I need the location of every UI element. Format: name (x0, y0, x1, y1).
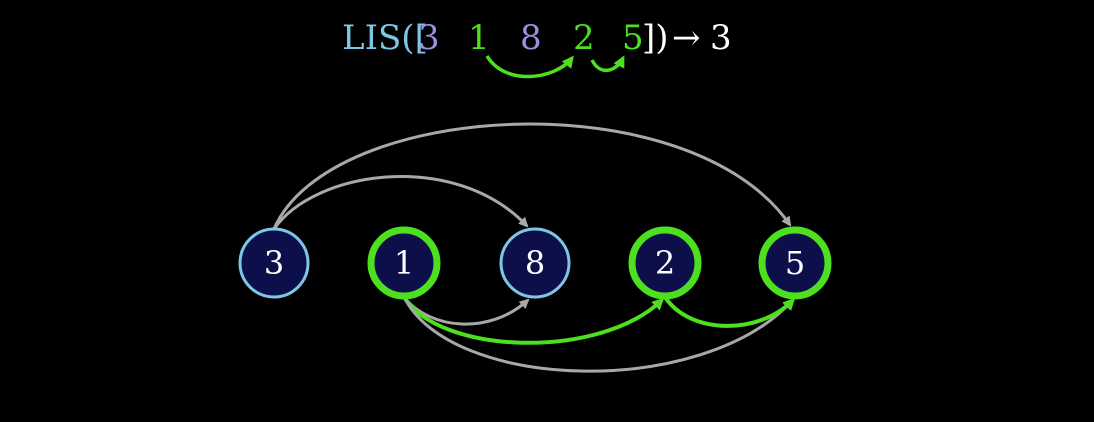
edge (402, 296, 794, 373)
node: 8 (499, 227, 571, 299)
title-suffix: ]) (642, 18, 669, 58)
title-seq-item: 2 (573, 18, 595, 58)
node-circle (499, 227, 571, 299)
lis-edge (402, 295, 665, 345)
title-seq-item: 5 (622, 18, 644, 58)
title-result: 3 (710, 18, 732, 58)
title-arrow: → (672, 18, 701, 58)
node-label: 1 (394, 244, 414, 282)
title-prefix: LIS([ (342, 18, 428, 58)
node-label: 2 (655, 244, 675, 282)
lis-node: 5 (758, 226, 832, 300)
node-circle (628, 226, 702, 300)
node-label: 3 (264, 244, 284, 282)
lis-edge (663, 295, 796, 328)
title-seq-item: 3 (418, 18, 440, 58)
node-circle (238, 227, 310, 299)
title-lis-arc (590, 55, 625, 72)
nodes: 3 1 8 2 5 (238, 226, 832, 300)
lis-node: 1 (367, 226, 441, 300)
node-circle (758, 226, 832, 300)
edge (272, 175, 529, 230)
lis-node: 2 (628, 226, 702, 300)
edge (272, 122, 792, 230)
node-label: 5 (785, 244, 805, 282)
title-seq-item: 8 (520, 18, 542, 58)
title-lis-arc (485, 55, 574, 79)
node-label: 8 (525, 244, 545, 282)
node-circle (367, 226, 441, 300)
edges (272, 122, 796, 373)
title: LIS([ 3 1 8 2 5 ]) → 3 (342, 18, 732, 79)
node: 3 (238, 227, 310, 299)
title-seq-item: 1 (468, 18, 490, 58)
